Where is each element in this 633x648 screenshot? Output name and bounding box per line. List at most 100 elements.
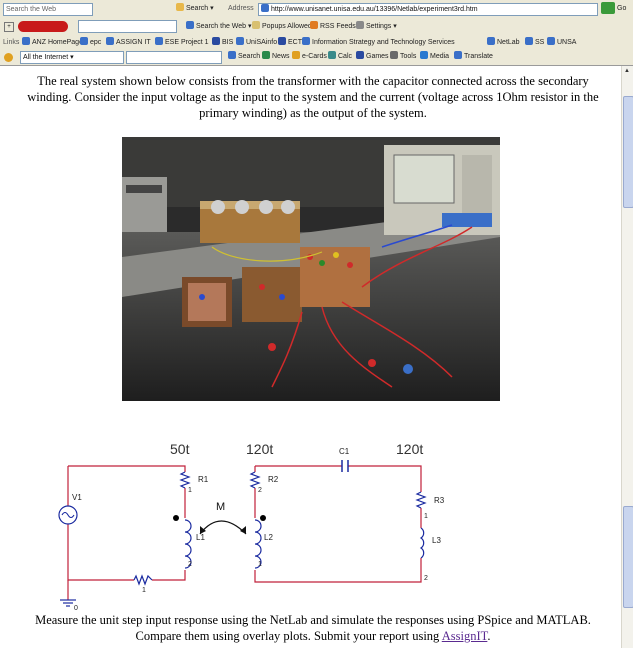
address-label: Address <box>228 5 254 12</box>
l3-label: L3 <box>432 536 441 545</box>
media-button[interactable]: Media <box>420 50 449 63</box>
link-ese-project[interactable]: ESE Project 1 <box>155 36 209 49</box>
address-bar[interactable]: http://www.unisanet.unisa.edu.au/13396/N… <box>258 3 598 16</box>
rss-label: RSS Feeds <box>320 23 356 30</box>
link-bis[interactable]: BIS <box>212 36 233 49</box>
link-information-strategy[interactable]: Information Strategy and Technology Serv… <box>302 36 455 49</box>
ie-page-icon <box>547 37 555 45</box>
r3-resistor-icon <box>415 491 427 509</box>
sense-resistor-label: 1 <box>142 587 146 594</box>
games-icon <box>356 51 364 59</box>
toolbar-search-input[interactable] <box>78 20 177 33</box>
links-toolbar: Links ANZ HomePage epc ASSIGN IT ESE Pro… <box>0 35 633 51</box>
vertical-scrollbar[interactable]: ▲ <box>621 66 633 648</box>
arrow-left-icon <box>200 526 206 534</box>
translate-button[interactable]: Translate <box>454 50 493 63</box>
link-ss[interactable]: SS <box>525 36 544 49</box>
news-icon <box>262 51 270 59</box>
c1-label: C1 <box>339 447 350 456</box>
tools-button[interactable]: Tools <box>390 50 416 63</box>
search-icon <box>176 3 184 11</box>
link-label: UniSAinfo <box>246 39 278 46</box>
r2-pin-label: 2 <box>258 487 262 494</box>
link-label: SS <box>535 39 545 46</box>
l1-pin-label: 2 <box>188 561 192 568</box>
settings-button[interactable]: Settings ▾ <box>356 20 397 33</box>
circuit-wires <box>67 465 422 600</box>
toolbar-expand-icon[interactable]: + <box>4 22 14 32</box>
search-options-toolbar: All the Internet ▾ Search News e-Cards C… <box>0 50 633 66</box>
popups-label: Popups Allowed <box>262 23 312 30</box>
link-epc[interactable]: epc <box>80 36 101 49</box>
r3-label: R3 <box>434 496 445 505</box>
link-assignit[interactable]: ASSIGN IT <box>106 36 151 49</box>
url-text: http://www.unisanet.unisa.edu.au/13396/N… <box>271 6 478 13</box>
rss-feeds-button[interactable]: RSS Feeds <box>310 20 356 33</box>
lab-setup-photo <box>122 137 500 401</box>
bookmark-icon <box>212 37 220 45</box>
calc-button[interactable]: Calc <box>328 50 352 63</box>
scope-search-input[interactable] <box>126 51 222 64</box>
link-label: ECT <box>288 39 302 46</box>
ie-page-icon <box>22 37 30 45</box>
tool-label: Search <box>238 53 261 60</box>
ecards-button[interactable]: e-Cards <box>292 50 327 63</box>
go-label[interactable]: Go <box>617 5 627 12</box>
link-unisainfo[interactable]: UniSAinfo <box>236 36 277 49</box>
l1-label: L1 <box>196 533 205 542</box>
search-web-button[interactable]: Search the Web ▾ <box>186 20 252 33</box>
l3-inductor-icon <box>419 527 425 559</box>
arrow-right-icon <box>240 526 246 534</box>
assignit-link[interactable]: AssignIT <box>441 629 488 643</box>
r2-label: R2 <box>268 475 279 484</box>
primary-turns-label: 50t <box>170 441 190 457</box>
link-ect[interactable]: ECT <box>278 36 302 49</box>
l2-polarity-dot <box>260 515 266 521</box>
tool-label: e-Cards <box>302 53 327 60</box>
output-turns-label: 120t <box>396 441 423 457</box>
link-netlab[interactable]: NetLab <box>487 36 520 49</box>
tool-label: Games <box>366 53 389 60</box>
popups-allowed-button[interactable]: Popups Allowed <box>252 20 312 33</box>
ie-page-icon <box>302 37 310 45</box>
mutual-m-label: M <box>216 501 225 513</box>
search-button[interactable]: Search ▾ <box>176 2 214 15</box>
games-button[interactable]: Games <box>356 50 389 63</box>
toolbar-logo-icon <box>4 53 13 62</box>
news-button[interactable]: News <box>262 50 290 63</box>
scrollbar-thumb[interactable] <box>623 96 633 208</box>
tool-label: Media <box>430 53 450 60</box>
link-label: epc <box>90 39 102 46</box>
translate-icon <box>454 51 462 59</box>
rss-icon <box>310 21 318 29</box>
link-label: BIS <box>222 39 234 46</box>
ground-icon <box>60 599 76 607</box>
lab-photo-illustration <box>122 137 500 401</box>
tool-label: Translate <box>464 53 493 60</box>
search-scope-select[interactable]: All the Internet ▾ <box>20 51 124 64</box>
intro-paragraph: The real system shown below consists fro… <box>27 74 599 120</box>
scrollbar-thumb-lower[interactable] <box>623 506 633 608</box>
settings-label: Settings <box>366 23 392 30</box>
ie-page-icon <box>236 37 244 45</box>
link-label: NetLab <box>497 39 520 46</box>
go-arrow-icon[interactable] <box>601 2 615 14</box>
popup-icon <box>252 21 260 29</box>
search-tool-button[interactable]: Search <box>228 50 260 63</box>
logo-icon[interactable] <box>18 21 68 32</box>
search-address-toolbar: Search the Web Search ▾ Address http://w… <box>0 0 633 19</box>
ie-page-icon <box>525 37 533 45</box>
mutual-coupling-arrow <box>199 520 247 535</box>
link-unsa[interactable]: UNSA <box>547 36 576 49</box>
magnifier-icon <box>186 21 194 29</box>
ie-page-icon <box>487 37 495 45</box>
web-search-input[interactable]: Search the Web <box>3 3 93 16</box>
r2-resistor-icon <box>249 471 261 489</box>
l2-pin-label: 1 <box>258 561 262 568</box>
tools-icon <box>390 51 398 59</box>
link-anz[interactable]: ANZ HomePage <box>22 36 83 49</box>
l1-inductor-icon <box>184 519 192 569</box>
scroll-up-icon[interactable]: ▲ <box>624 68 630 74</box>
settings-icon <box>356 21 364 29</box>
r1-resistor-icon <box>179 471 191 489</box>
